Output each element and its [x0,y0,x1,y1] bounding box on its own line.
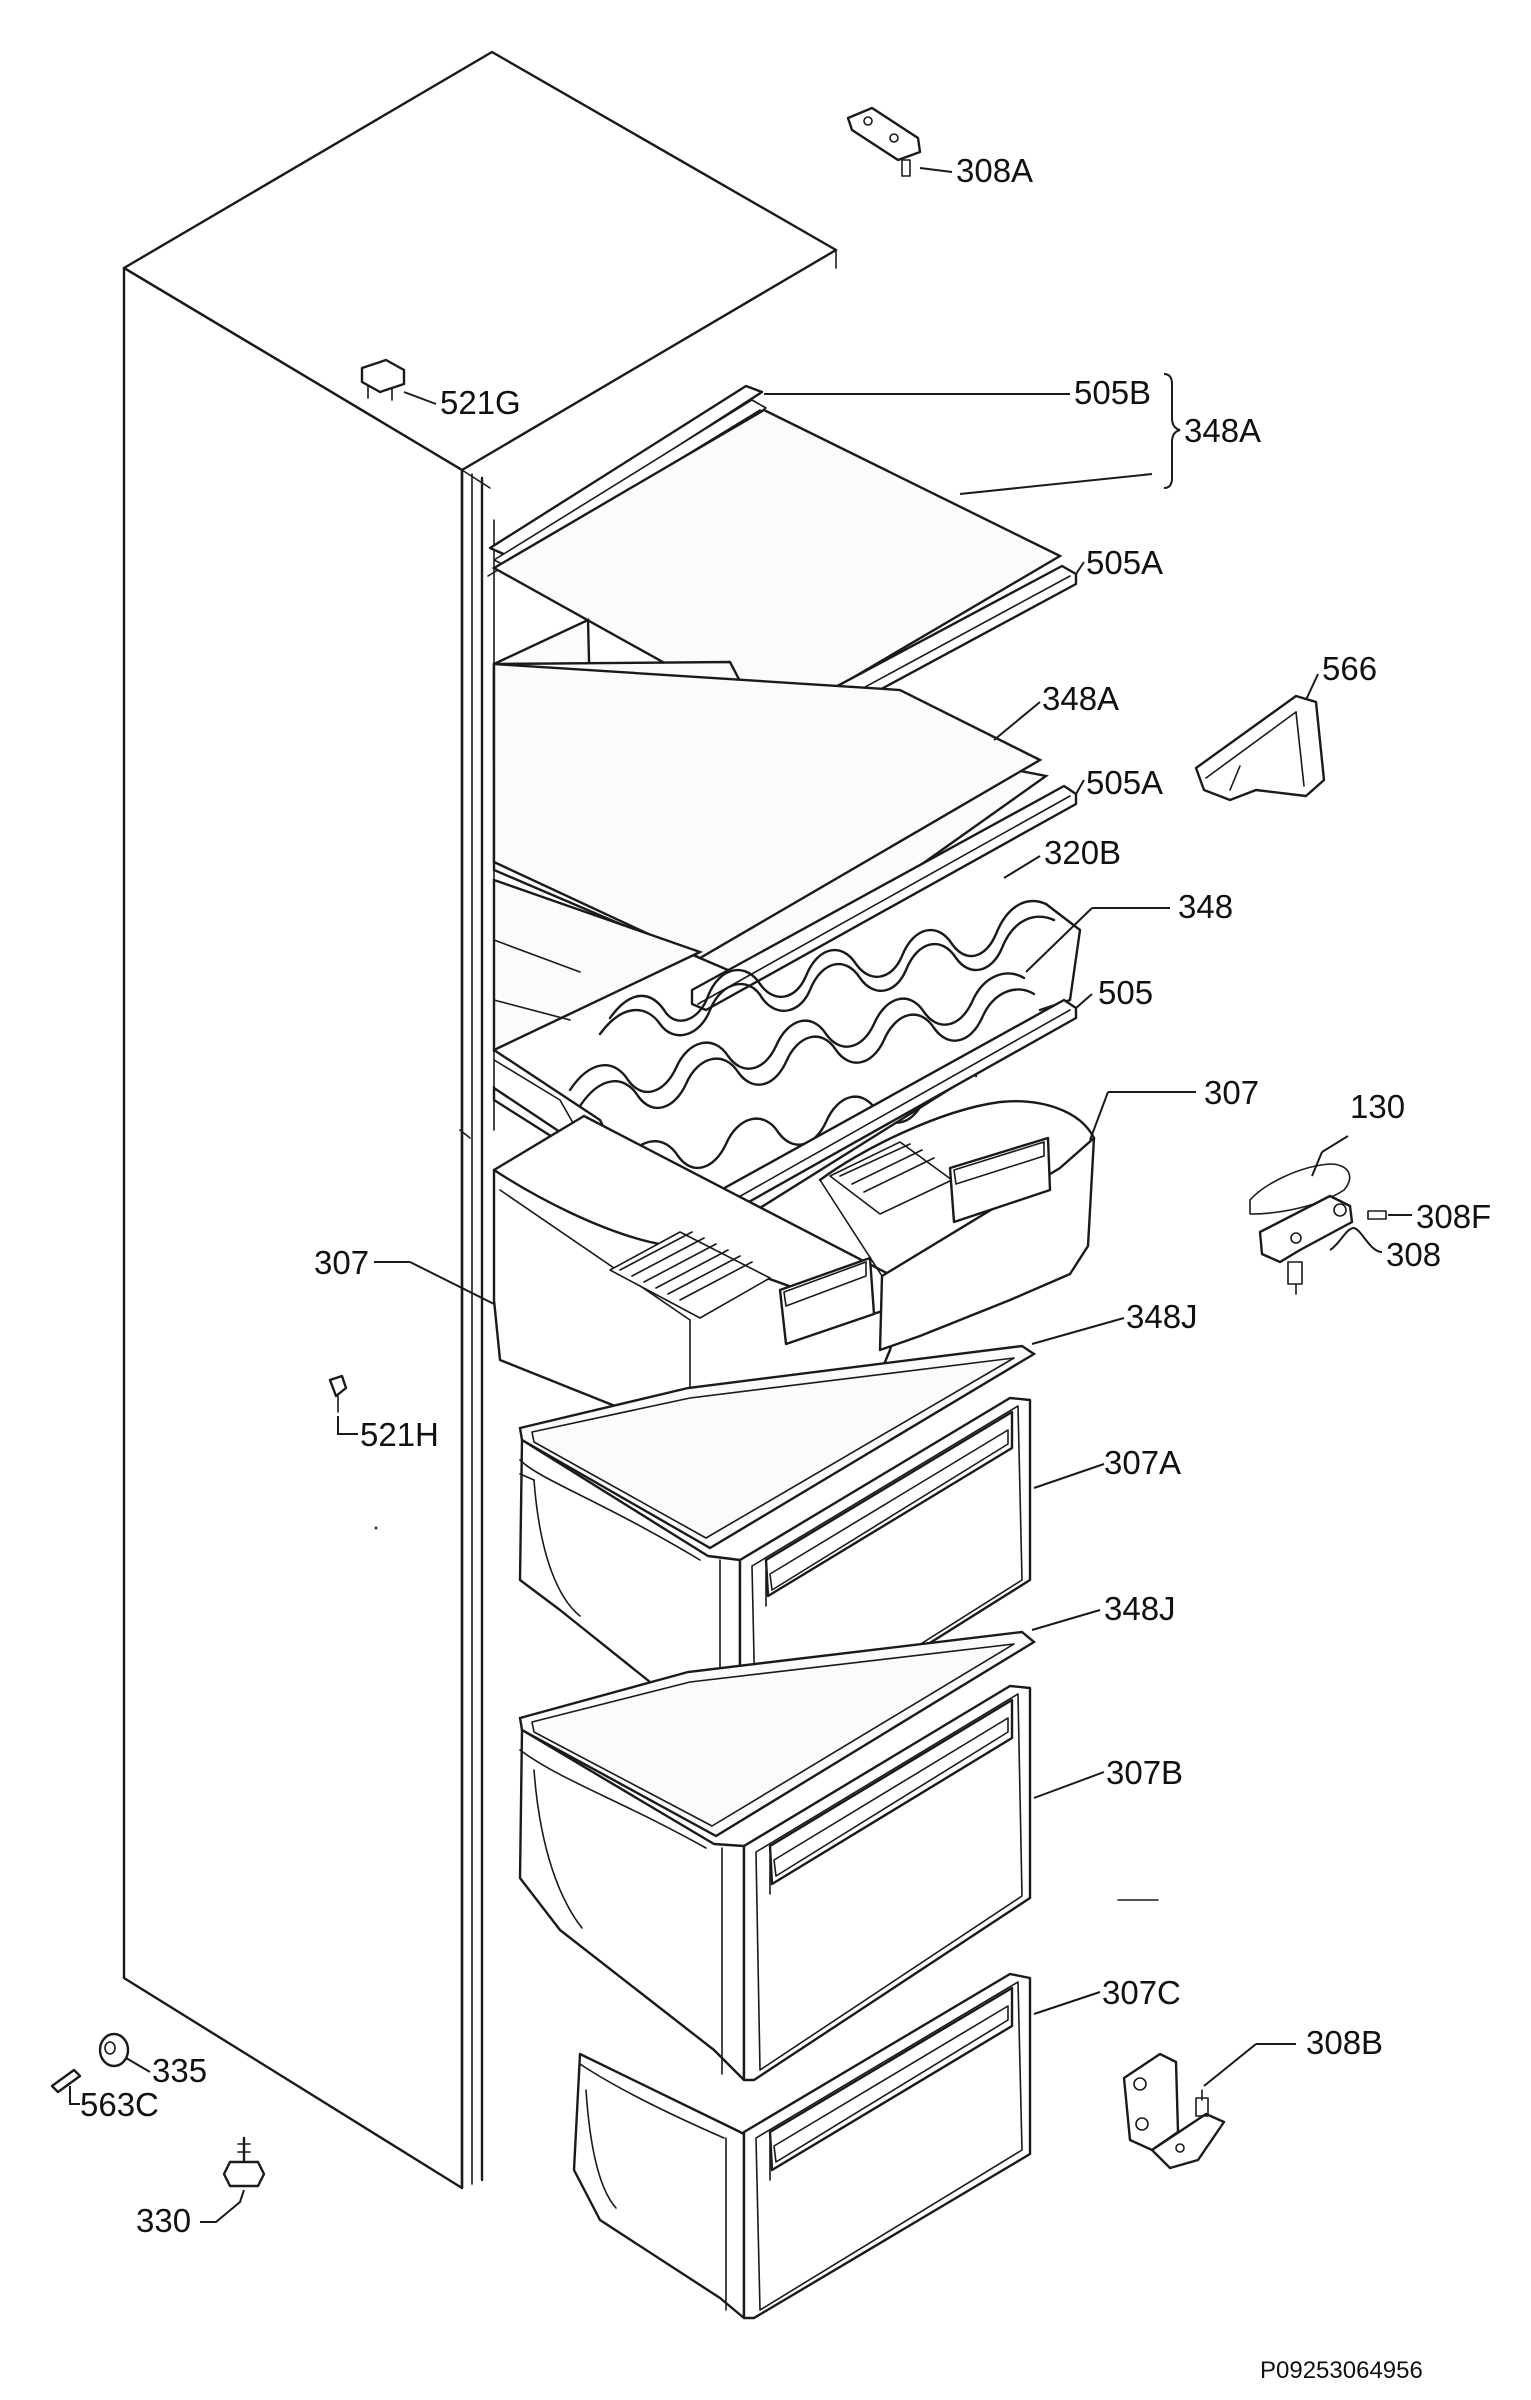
label-335: 335 [152,2052,207,2089]
label-563C: 563C [80,2086,159,2123]
label-320B: 320B [1044,834,1121,871]
top-hinge-part [846,106,953,177]
label-505: 505 [1098,974,1153,1011]
label-308F: 308F [1416,1198,1491,1235]
label-521H: 521H [360,1416,439,1453]
stray-mark [374,1526,378,1530]
label-348A-bracket: 348A [1184,412,1261,449]
label-348A-2: 348A [1042,680,1119,717]
label-330: 330 [136,2202,191,2239]
label-308B: 308B [1306,2024,1383,2061]
adjustable-foot-330 [200,2136,266,2223]
front-trim-505A-2 [690,779,1085,1012]
label-307-right: 307 [1204,1074,1259,1111]
label-566: 566 [1322,650,1377,687]
label-505A-2: 505A [1086,764,1163,801]
bracket-part-566 [1194,673,1326,802]
label-505B: 505B [1074,374,1151,411]
label-505A-1: 505A [1086,544,1163,581]
middle-hinge-assembly [1249,1135,1412,1295]
label-307C: 307C [1102,1974,1181,2011]
label-307A: 307A [1104,1444,1181,1481]
screw-part-521H [328,1374,358,1435]
drawing-number: P09253064956 [1260,2357,1423,2384]
label-348J-1: 348J [1126,1298,1198,1335]
freezer-drawer-307C [572,1972,1101,2320]
label-308: 308 [1386,1236,1441,1273]
label-521G: 521G [440,384,521,421]
switch-part [360,358,437,405]
label-307B: 307B [1106,1754,1183,1791]
label-130: 130 [1350,1088,1405,1125]
bottom-hinge-308B [1122,2043,1296,2170]
label-348J-2: 348J [1104,1590,1176,1627]
label-308A: 308A [956,152,1033,189]
label-307-left: 307 [314,1244,369,1281]
second-glass-shelf [492,618,1049,984]
freezer-drawer-307B [518,1684,1105,2082]
wheel-and-pin-parts [50,2032,151,2105]
cabinet-body [122,50,838,2190]
top-glass-shelf [487,384,1153,726]
label-348: 348 [1178,888,1233,925]
